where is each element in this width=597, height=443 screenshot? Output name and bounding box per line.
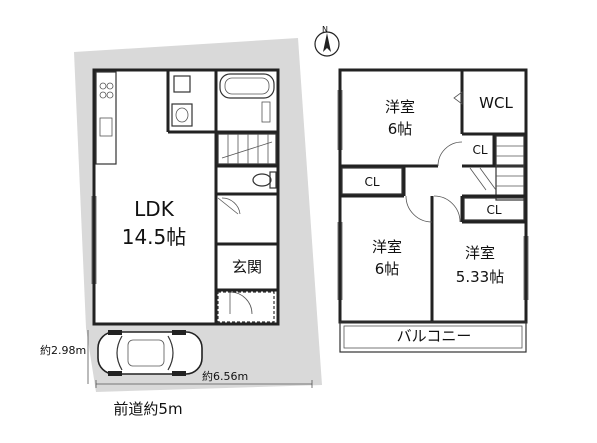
compass-icon [314, 31, 340, 57]
ldk-size: 14.5帖 [122, 225, 187, 249]
stairs-floor2 [469, 135, 525, 201]
room-ne-size: 6帖 [388, 120, 413, 138]
dimension-lines [87, 330, 313, 388]
ldk-label: LDK [134, 197, 175, 221]
cl-label-2: CL [364, 175, 379, 189]
wcl-label: WCL [479, 94, 513, 112]
cl-label-3: CL [486, 203, 501, 217]
balcony-label: バルコニー [397, 327, 472, 345]
room-se-size: 5.33帖 [456, 268, 504, 286]
genkan-label: 玄関 [232, 258, 262, 276]
dim-depth-label: 約2.98m [40, 343, 86, 357]
car-icon [97, 330, 203, 376]
compass-north-label: N [322, 25, 328, 34]
room-sw-size: 6帖 [375, 260, 400, 278]
room-se-label: 洋室 [465, 244, 495, 262]
room-ne-label: 洋室 [385, 98, 415, 116]
floor1-plan [91, 68, 280, 326]
road-label: 前道約5m [113, 400, 182, 418]
stairs-floor1 [217, 133, 277, 165]
floor2-plan [337, 68, 529, 353]
cl-label-1: CL [472, 143, 487, 157]
room-sw-label: 洋室 [372, 238, 402, 256]
dim-width-label: 約6.56m [202, 369, 248, 383]
